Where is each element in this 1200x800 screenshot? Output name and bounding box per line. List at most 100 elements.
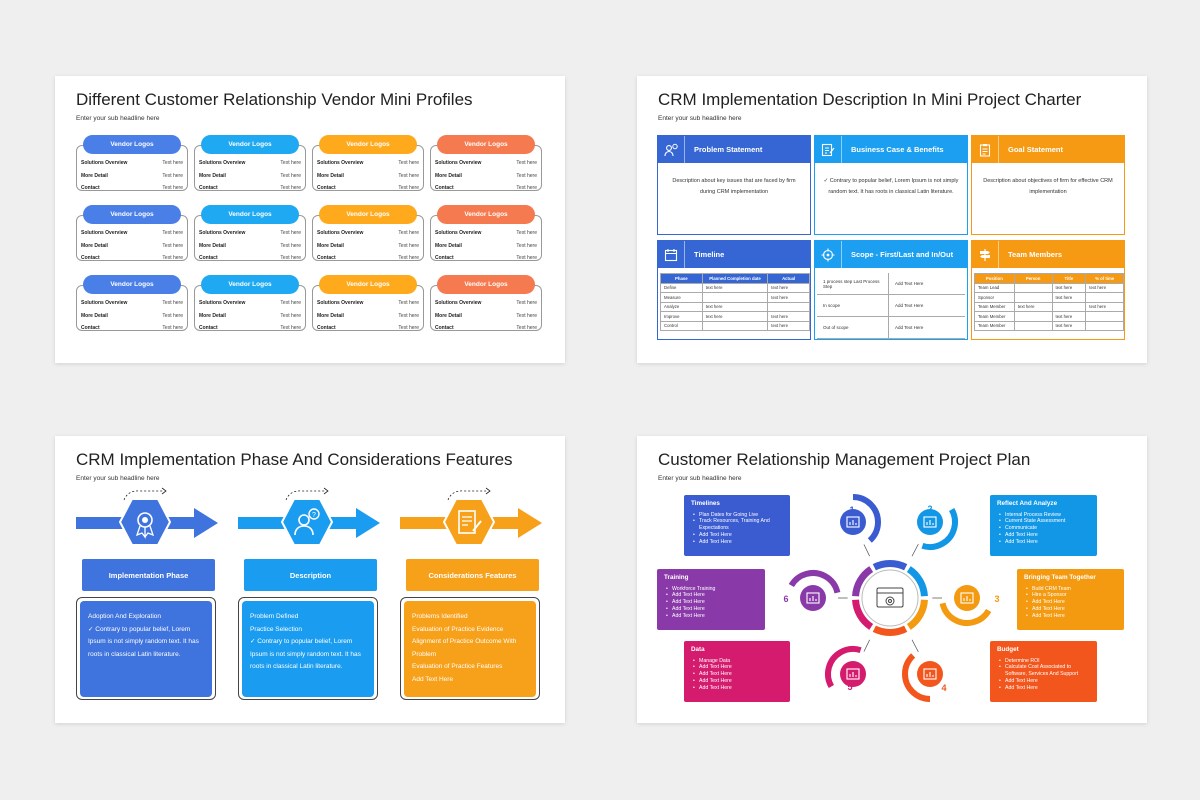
table-cell <box>1013 282 1053 293</box>
clipboard-icon <box>972 136 999 163</box>
step-node: 4 <box>902 639 958 702</box>
box-item: Build CRM Team <box>1026 586 1117 593</box>
vendor-row-value: Text here <box>280 312 301 319</box>
slide-implementation-phases[interactable]: CRM Implementation Phase And Considerati… <box>55 436 565 723</box>
vendor-row-value: Text here <box>398 255 419 261</box>
dashed-connector <box>285 487 329 501</box>
vendor-row-value: Text here <box>398 300 419 306</box>
vendor-row-value: Text here <box>398 312 419 319</box>
center-disc <box>861 569 919 627</box>
card-header: Team Members <box>972 241 1124 268</box>
card-header: Scope - First/Last and In/Out <box>815 241 967 268</box>
vendor-row-value: Text here <box>516 242 537 249</box>
data-box: DataManage DataAdd Text HereAdd Text Her… <box>684 641 790 702</box>
table-cell <box>1013 311 1053 322</box>
step-node: 2 <box>902 494 958 557</box>
vendor-row-label: Solutions Overview <box>317 160 364 166</box>
card-header: Timeline <box>658 241 810 268</box>
vendor-logo-pill: Vendor Logos <box>83 135 181 154</box>
box-item: Add Text Here <box>999 685 1090 692</box>
box-item: Add Text Here <box>693 664 783 671</box>
badge-icon <box>119 498 171 546</box>
vendor-row-value: Text here <box>162 172 183 179</box>
phase-item: Evaluation of Practice Evidence <box>412 625 504 633</box>
box-item: Communicate <box>999 525 1090 532</box>
center-ring-segment <box>906 599 928 630</box>
vendor-row-label: More Detail <box>317 172 344 179</box>
step-number: 2 <box>927 504 932 514</box>
calendar-icon <box>658 241 685 268</box>
box-item: Add Text Here <box>666 592 758 599</box>
slide-title: CRM Implementation Description In Mini P… <box>658 90 1082 109</box>
phase-body: Adoption And Exploration✓ Contrary to po… <box>76 597 216 700</box>
step-node: 6 <box>783 570 848 626</box>
table-cell: text here <box>1051 320 1087 331</box>
slide-vendor-profiles[interactable]: Different Customer Relationship Vendor M… <box>55 76 565 363</box>
phase-item: ✓ Contrary to popular belief, Lorem Ipsu… <box>88 625 199 658</box>
vendor-row: Contact Text here <box>199 325 301 335</box>
vendor-row: Solutions Overview Text here <box>317 300 419 310</box>
box-item: Plan Dates for Going Live <box>693 512 783 519</box>
box-item: Add Text Here <box>999 532 1090 539</box>
dashed-connector <box>447 487 491 501</box>
card-body: Description about objectives of firm for… <box>983 178 1113 195</box>
center-ring-segment <box>872 625 908 636</box>
box-title: Budget <box>997 646 1019 653</box>
box-title: Bringing Team Together <box>1024 574 1096 581</box>
vendor-row-label: Solutions Overview <box>81 300 128 306</box>
table-cell <box>1051 301 1087 312</box>
problem-statement-card: Problem Statement Description about key … <box>657 135 811 235</box>
vendor-row-label: Solutions Overview <box>317 300 364 306</box>
reflect-analyze-box: Reflect And AnalyzeInternal Process Revi… <box>990 495 1097 556</box>
slide-project-charter[interactable]: CRM Implementation Description In Mini P… <box>637 76 1147 363</box>
table-cell <box>1013 320 1053 331</box>
slide-title: Customer Relationship Management Project… <box>658 450 1031 469</box>
user-question-icon: ? <box>281 498 333 546</box>
table-cell <box>1085 311 1124 322</box>
vendor-row-value: Text here <box>280 325 301 331</box>
slide-subtitle: Enter your sub headline here <box>658 475 742 482</box>
center-ring-segment <box>906 566 928 597</box>
slide-subtitle: Enter your sub headline here <box>76 115 160 122</box>
vendor-row-value: Text here <box>162 312 183 319</box>
vendor-logo-pill: Vendor Logos <box>201 205 299 224</box>
vendor-row-label: Solutions Overview <box>317 230 364 236</box>
phase-item: Practice Selection <box>250 625 303 633</box>
box-title: Data <box>691 646 705 653</box>
vendor-row-label: Contact <box>199 325 218 331</box>
box-item: Track Resources, Training And Expectatio… <box>693 518 783 531</box>
browser-gear-icon <box>876 587 904 608</box>
timelines-box: TimelinesPlan Dates for Going LiveTrack … <box>684 495 790 556</box>
vendor-row-value: Text here <box>398 160 419 166</box>
box-list: Internal Process ReviewCurrent State Ass… <box>997 512 1090 546</box>
table-header-cell: Phase <box>660 273 703 284</box>
vendor-row-value: Text here <box>162 160 183 166</box>
table-cell: text here <box>767 282 810 293</box>
slide-project-plan[interactable]: Customer Relationship Management Project… <box>637 436 1147 723</box>
business-case-card: Business Case & Benefits ✓ Contrary to p… <box>814 135 968 235</box>
vendor-row-label: More Detail <box>199 312 226 319</box>
step-number: 6 <box>783 594 788 604</box>
